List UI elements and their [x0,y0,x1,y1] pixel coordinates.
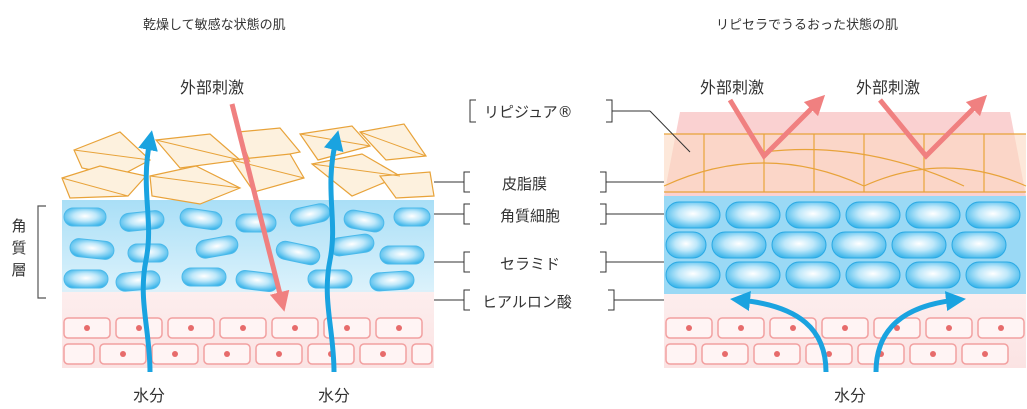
left-panel-title: 乾燥して敏感な状態の肌 [143,18,286,33]
callout-lines [434,99,691,311]
left-water-label-2: 水分 [318,386,351,405]
left-water-label-1: 水分 [133,386,166,405]
label-stratum-corneum: 角質層 [11,217,27,279]
left-external-stimulus-label: 外部刺激 [180,78,245,97]
right-external-stimulus-label-1: 外部刺激 [700,78,765,97]
right-water-label: 水分 [834,386,867,405]
left-skin-panel [37,103,435,373]
label-keratinocyte: 角質細胞 [500,207,561,225]
right-external-stimulus-label-2: 外部刺激 [856,78,921,97]
label-sebum-membrane: 皮脂膜 [502,175,548,193]
label-lipidure: リピジュア® [484,103,573,121]
label-ceramide: セラミド [500,255,561,273]
right-skin-panel [663,94,1027,373]
label-hyaluronic-acid: ヒアルロン酸 [482,293,572,311]
right-panel-title: リピセラでうるおった状態の肌 [716,18,899,33]
